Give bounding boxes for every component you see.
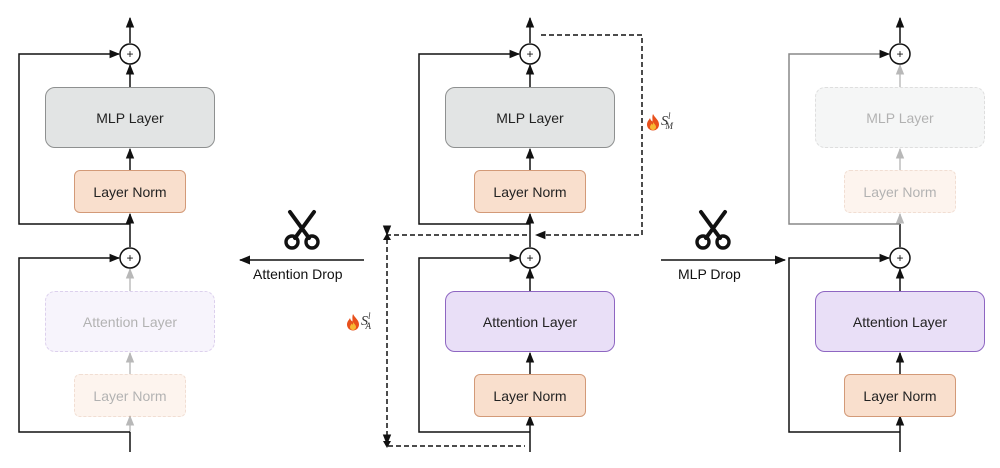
mlp-skip-connection <box>18 49 130 225</box>
residual-add <box>889 247 911 269</box>
score-subscript: M <box>665 121 674 132</box>
layer-norm-block: Layer Norm <box>474 170 586 213</box>
score-subscript: A <box>365 321 372 332</box>
block-label: Layer Norm <box>93 183 167 200</box>
residual-add <box>519 247 541 269</box>
block-label: MLP Layer <box>496 109 564 126</box>
mlp-skip-connection <box>418 49 530 225</box>
flame-icon <box>347 314 359 331</box>
plus-sign: + <box>526 251 533 265</box>
layer-norm-block: Layer Norm <box>844 374 956 417</box>
plus-sign: + <box>126 47 133 61</box>
attention-skip-connection <box>18 253 130 433</box>
residual-add <box>119 247 141 269</box>
block-label: Layer Norm <box>493 183 567 200</box>
block-label: Attention Layer <box>482 313 578 330</box>
mlp-importance-score: SlM <box>646 111 678 132</box>
residual-add <box>519 43 541 65</box>
block-label: Layer Norm <box>93 387 167 404</box>
plus-sign: + <box>896 251 903 265</box>
scissors-icon <box>695 210 731 250</box>
attention-skip-connection <box>788 253 900 433</box>
plus-sign: + <box>126 251 133 265</box>
score-superscript: l <box>668 111 671 122</box>
flame-icon <box>647 114 659 131</box>
attention-skip-connection <box>418 253 530 433</box>
block-label: Layer Norm <box>863 387 937 404</box>
right-panel <box>788 16 911 452</box>
attention-importance-score: SlA <box>346 311 376 332</box>
middle-panel <box>382 16 643 452</box>
mlp-layer-block: MLP Layer <box>445 87 615 148</box>
score-superscript: l <box>368 311 371 322</box>
attention-layer-block: Attention Layer <box>445 291 615 352</box>
scissors-icon <box>284 210 320 250</box>
bracket-arrowhead <box>383 233 391 240</box>
mlp-layer-block-dropped: MLP Layer <box>815 87 985 148</box>
layer-norm-block-dropped: Layer Norm <box>844 170 956 213</box>
layer-norm-block: Layer Norm <box>74 170 186 213</box>
left-panel <box>18 16 141 452</box>
attention-importance-bracket <box>386 234 527 447</box>
residual-plus-signs: + + + + + + <box>126 47 903 265</box>
residual-add <box>119 43 141 65</box>
plus-sign: + <box>896 47 903 61</box>
layer-norm-block: Layer Norm <box>474 374 586 417</box>
mlp-skip-connection <box>788 49 900 225</box>
layer-norm-block-dropped: Layer Norm <box>74 374 186 417</box>
mlp-layer-block: MLP Layer <box>45 87 215 148</box>
block-label: Attention Layer <box>82 313 178 330</box>
block-label: MLP Layer <box>96 109 164 126</box>
bracket-arrowhead <box>383 441 391 448</box>
block-label: MLP Layer <box>866 109 934 126</box>
mlp-drop-label: MLP Drop <box>678 266 741 282</box>
score-symbol: S <box>661 114 668 130</box>
block-label: Attention Layer <box>852 313 948 330</box>
mlp-importance-bracket <box>534 34 643 240</box>
residual-add <box>889 43 911 65</box>
attention-layer-block: Attention Layer <box>815 291 985 352</box>
block-label: Layer Norm <box>863 183 937 200</box>
score-symbol: S <box>361 314 368 330</box>
block-label: Layer Norm <box>493 387 567 404</box>
attention-layer-block-dropped: Attention Layer <box>45 291 215 352</box>
attention-drop-label: Attention Drop <box>253 266 343 282</box>
plus-sign: + <box>526 47 533 61</box>
